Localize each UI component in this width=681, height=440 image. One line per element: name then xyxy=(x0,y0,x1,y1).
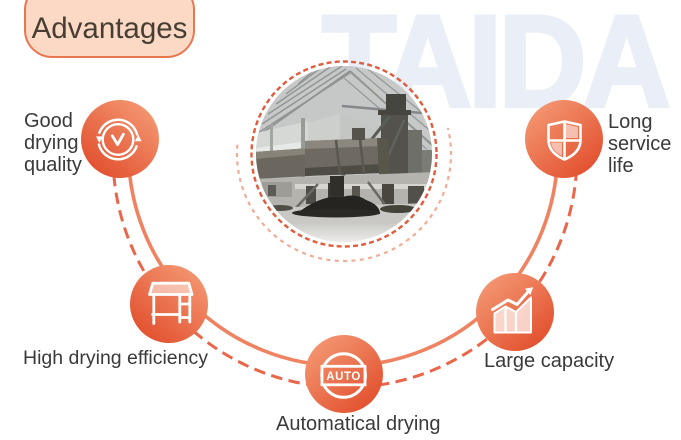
svg-text:AUTO: AUTO xyxy=(326,371,361,383)
